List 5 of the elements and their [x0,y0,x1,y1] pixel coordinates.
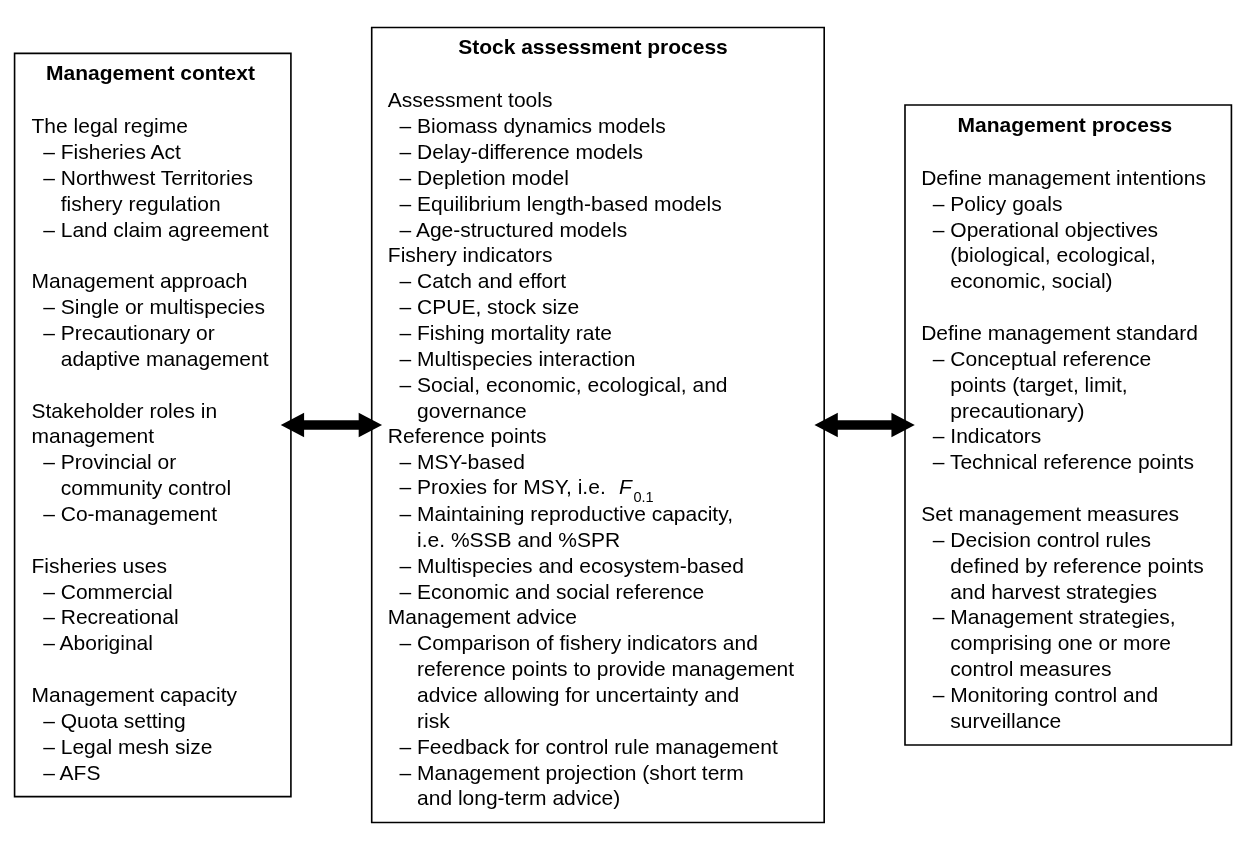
node-box: Stock assessment process Assessment tools – Biomass dynamics models – Delay-difference models – Depletion model – Equilibrium length-based models – Age-structured models Fishery indicators – Catch and effort – CPUE, stock size – Fishing mortality rate – Multispecies interaction – Social, economic, ecological, and governance Reference points – MSY-based – Proxies for MSY, i.e. F$_{0.1}$ – Maintaining reproductive capacity, i.e. %SSB and %SPR – Multispecies and ecosystem-based – Economic and social reference Management advice – Comparison of fishery indicators and reference points to provide management advice allowing for uncertainty and risk – Feedback for control rule management – Management projection (short term and long-term advice) [370,26,825,824]
arrow [814,412,915,438]
node-box: Management process Define management intentions – Policy goals – Operational objectives (biological, ecological, economic, social) Define management standard – Conceptual reference points (target, limit, precautionary) – Indicators – Technical reference points Set management measures – Decision control rules defined by reference points and harvest strategies – Management strategies, comprising one or more control measures – Monitoring control and surveillance [904,104,1233,746]
node-box: Management context The legal regime – Fisheries Act – Northwest Territories fishery regulation – Land claim agreement Management approach – Single or multispecies – Precautionary or adaptive management Stakeholder roles in management – Provincial or community control – Co-management Fisheries uses – Commercial – Recreational – Aboriginal Management capacity – Quota setting – Legal mesh size – AFS [13,52,292,798]
arrow [280,412,383,438]
